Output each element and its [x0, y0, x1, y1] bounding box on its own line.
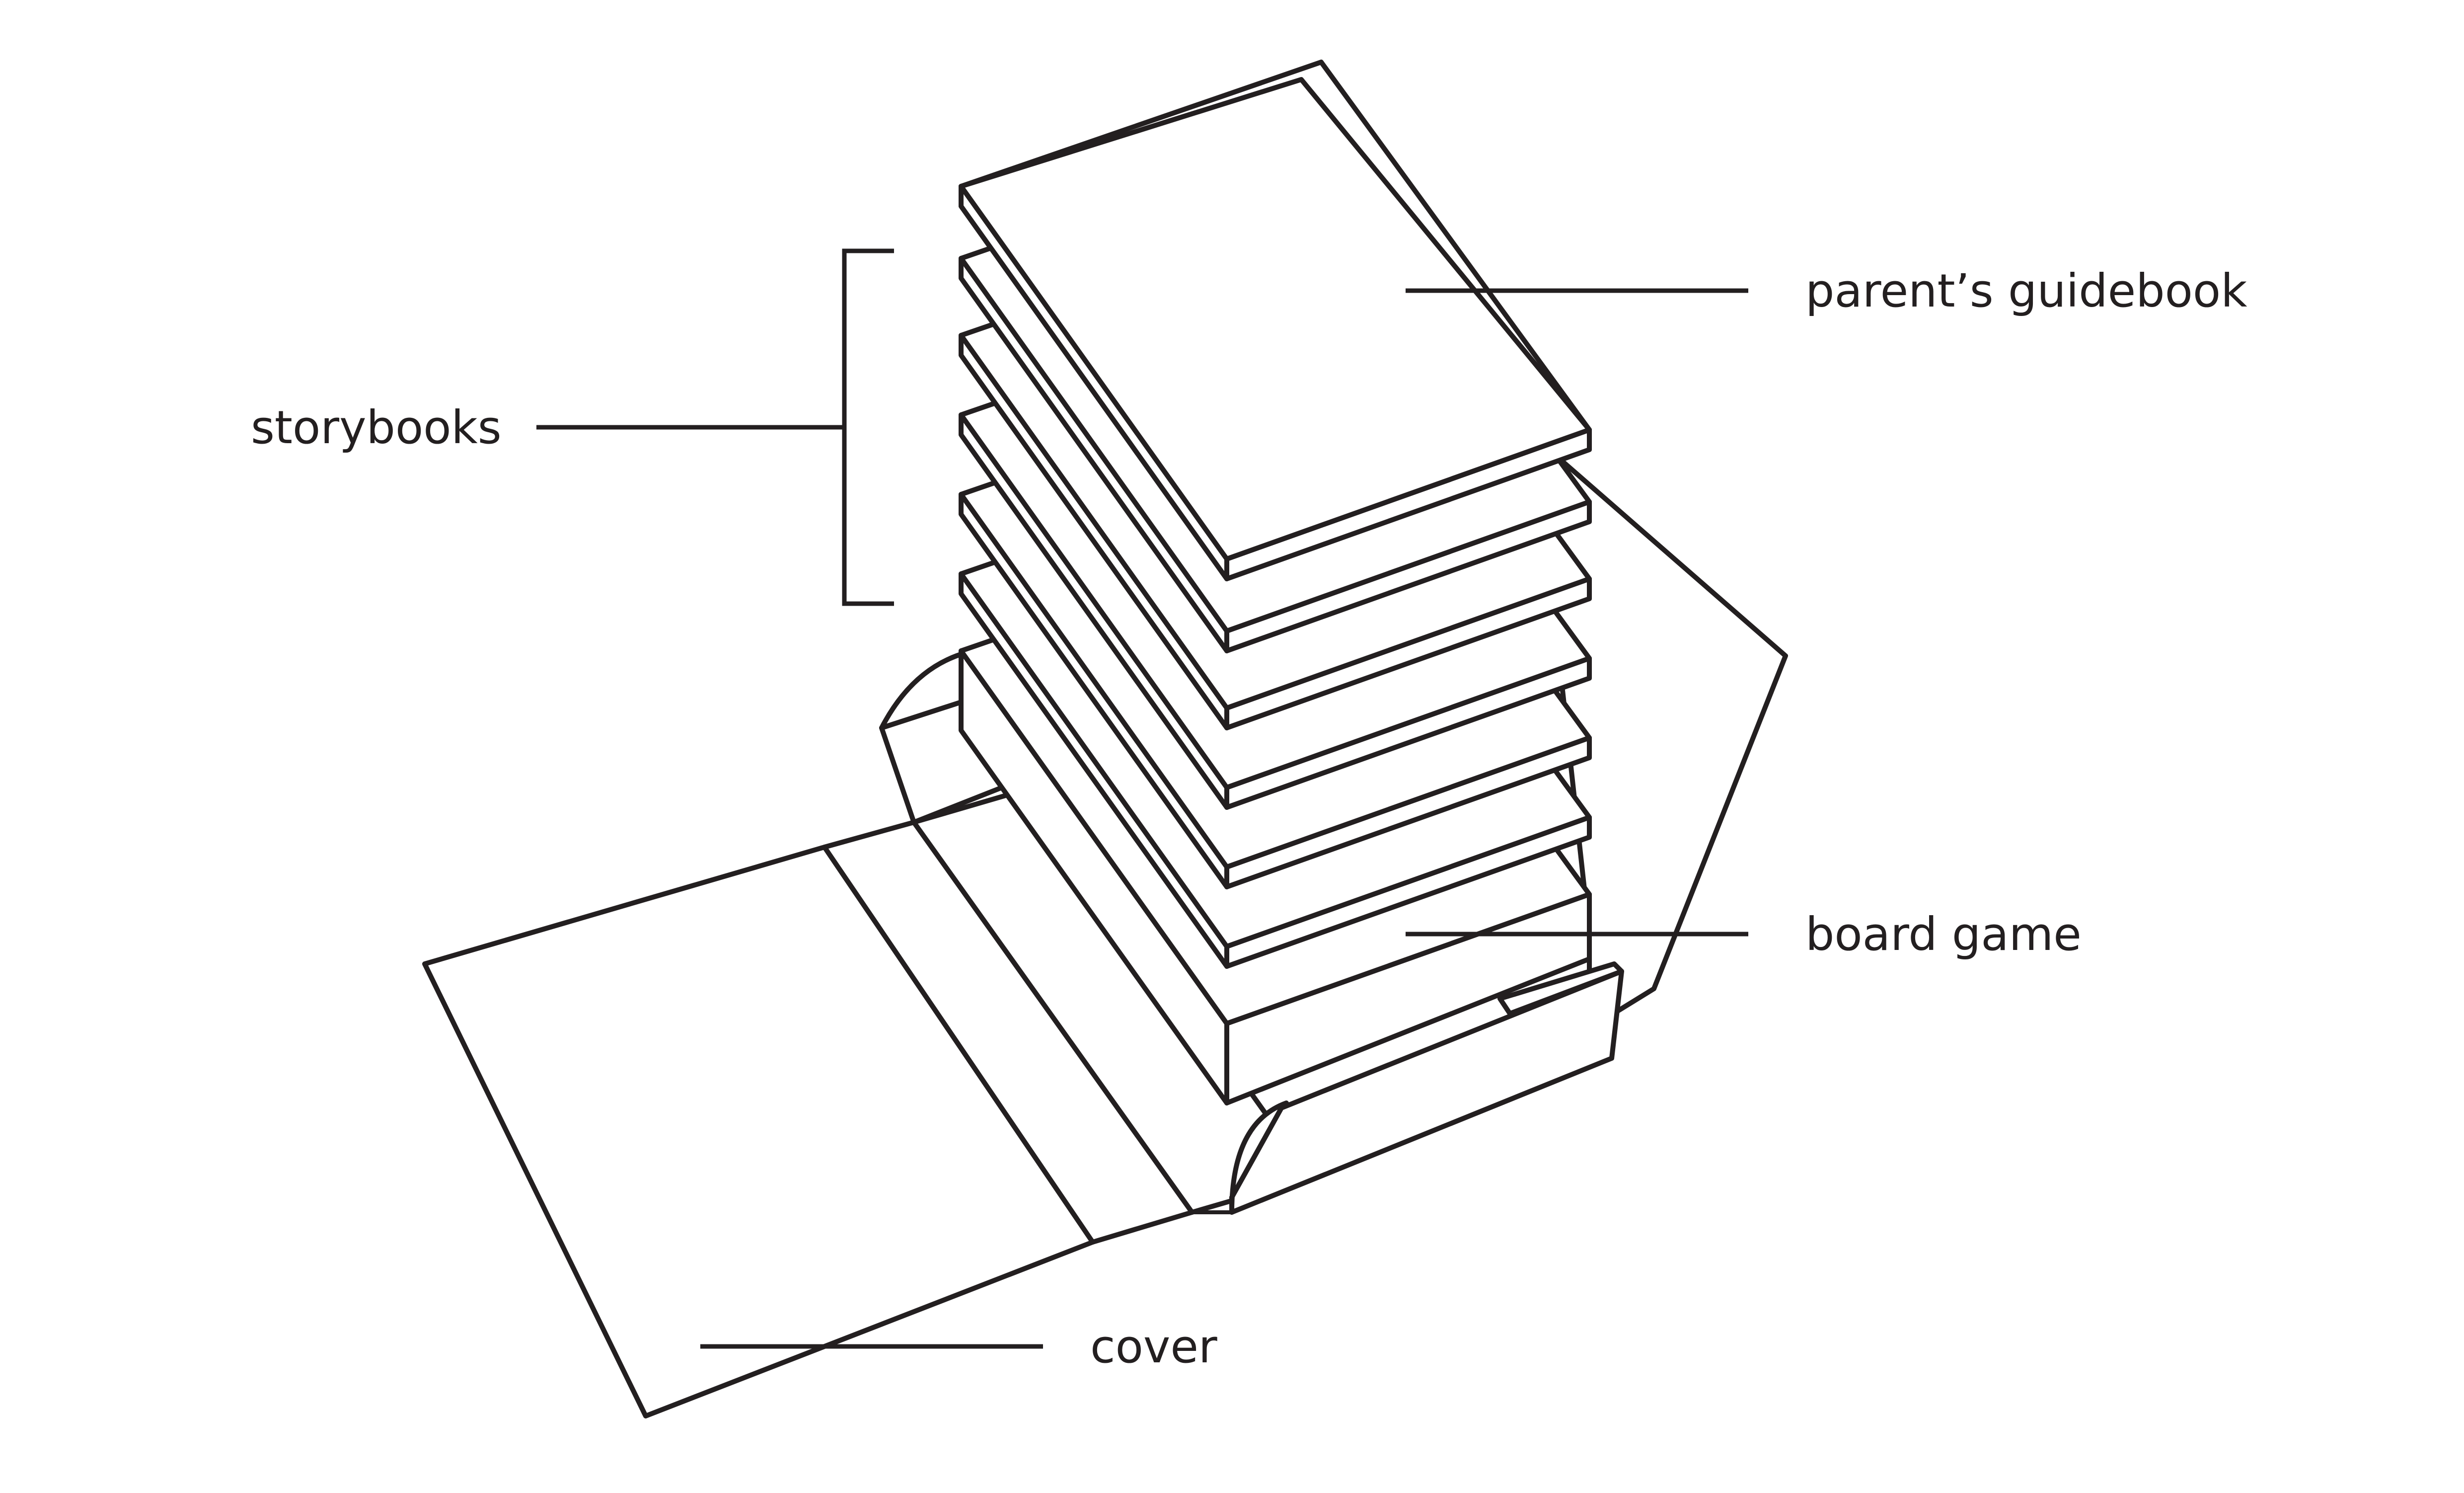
board-game-label: board game: [1805, 908, 2082, 961]
tray-front-curl: [1229, 1100, 1289, 1215]
cover-label: cover: [1090, 1320, 1217, 1373]
guidebook-top: [959, 77, 1592, 561]
tray-side-step: [1497, 961, 1624, 1016]
storybooks-label: storybooks: [251, 401, 502, 454]
parents-guidebook-label: parent’s guidebook: [1805, 264, 2247, 317]
case-right-flap: [1532, 435, 1788, 1031]
storybooks-bracket: [842, 248, 894, 606]
